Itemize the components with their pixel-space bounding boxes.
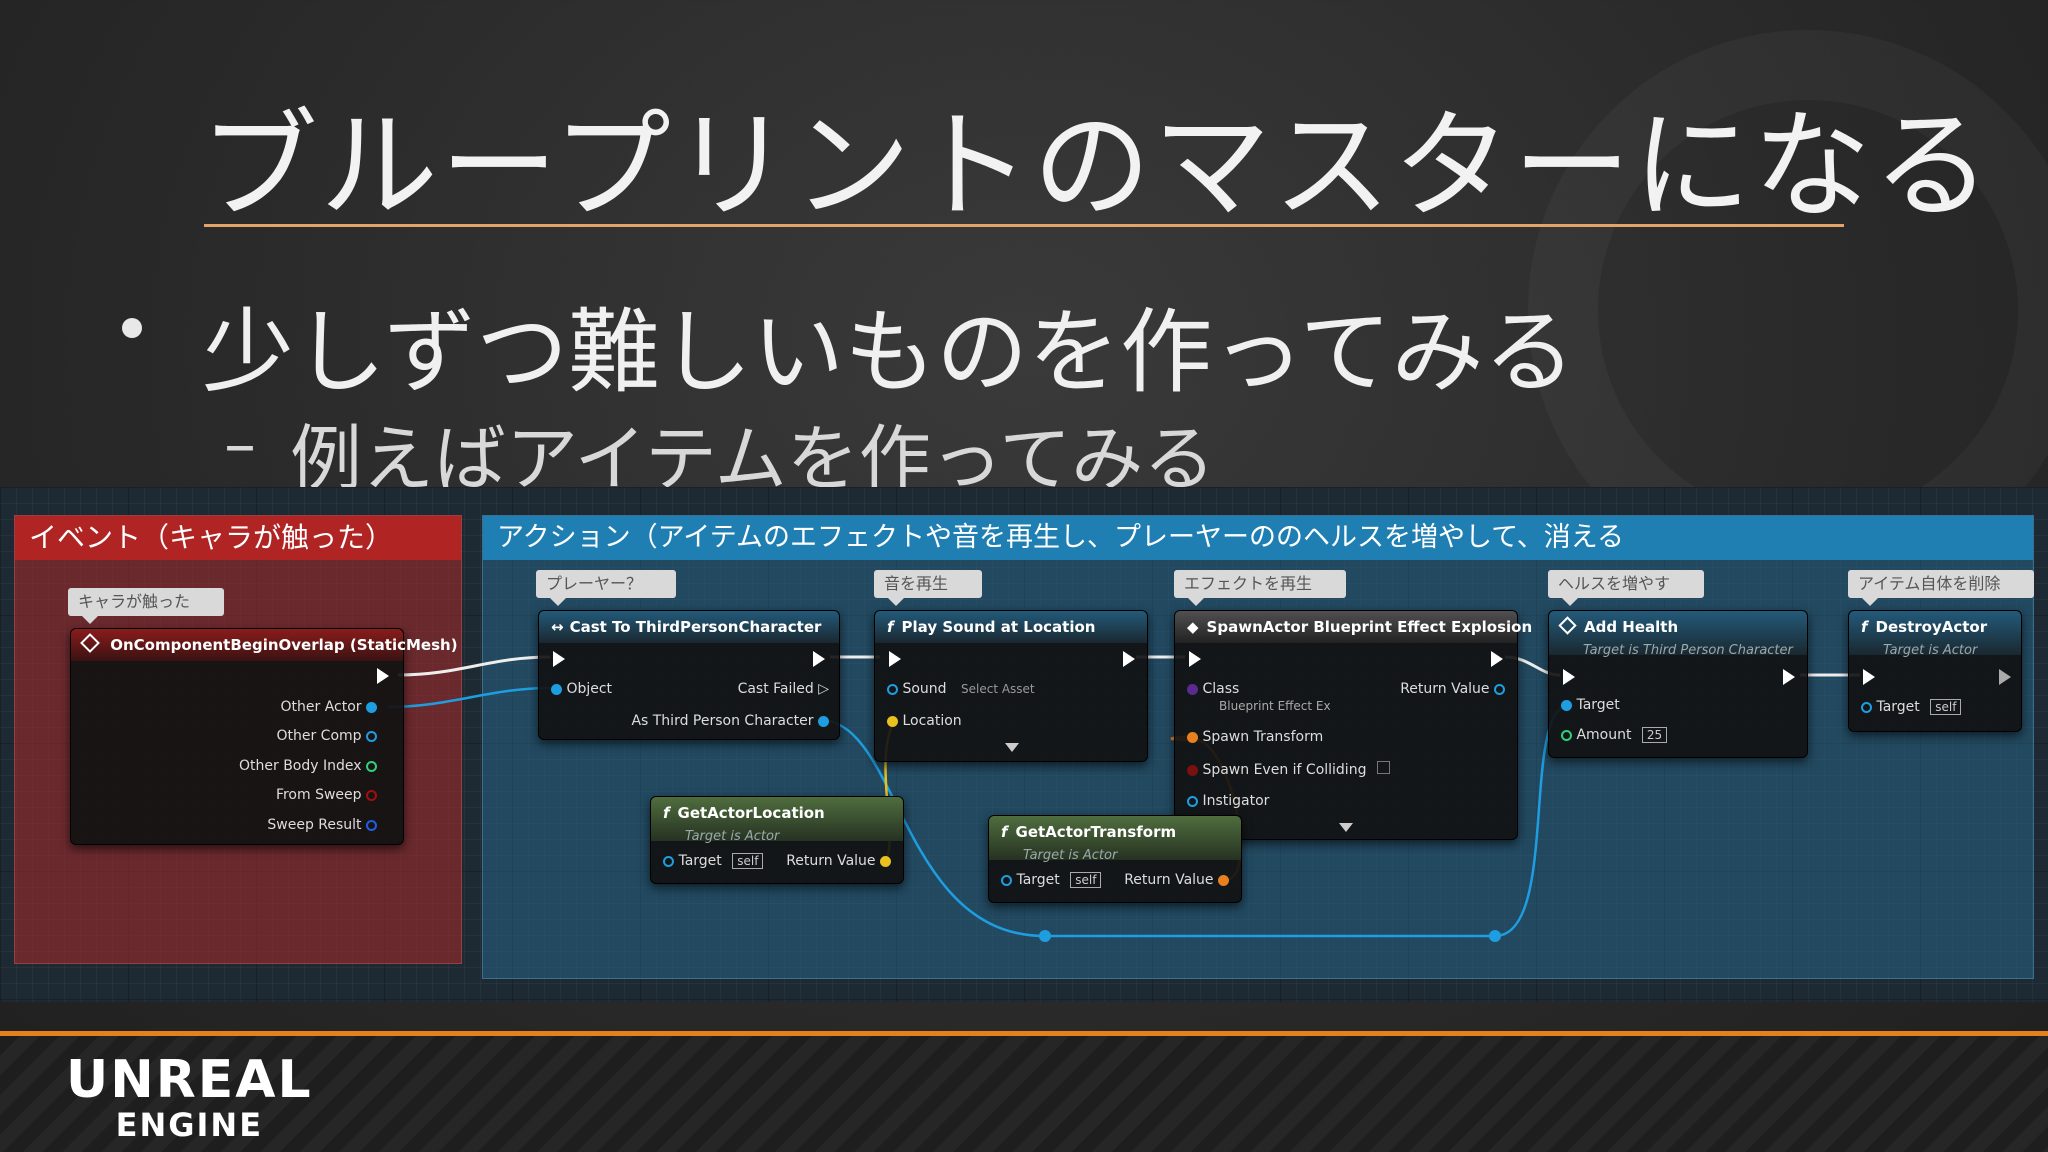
comment-bubble: 音を再生 [874, 570, 983, 606]
gettrans-node-subtitle: Target is Actor [1023, 848, 1118, 863]
play-sound-node[interactable]: f Play Sound at Location Sound Select Ass… [874, 610, 1148, 762]
exec-out-pin[interactable] [1999, 669, 2011, 685]
pin-location[interactable]: Location [887, 713, 962, 729]
unreal-engine-logo: UNREAL ENGINE [66, 1050, 313, 1144]
pin-spawn-colliding[interactable]: Spawn Even if Colliding [1187, 761, 1390, 778]
event-diamond-icon [1558, 616, 1577, 635]
slide-title: ブループリントのマスターになる [200, 97, 1993, 235]
cast-node[interactable]: ↔ Cast To ThirdPersonCharacter Object Cas… [538, 610, 840, 740]
event-node-title: OnComponentBeginOverlap (StaticMesh) [110, 636, 458, 654]
pin-class[interactable]: Class [1187, 681, 1239, 697]
pin-spawn-transform[interactable]: Spawn Transform [1187, 729, 1323, 745]
comment-bubble: アイテム自体を削除 [1848, 570, 2035, 606]
sound-node-title: Play Sound at Location [901, 618, 1096, 636]
exec-out-pin[interactable] [1783, 669, 1795, 685]
bullet-icon [122, 318, 142, 338]
pin-sweep-result[interactable]: Sweep Result [267, 817, 377, 833]
comment-bubble: ヘルスを増やす [1548, 570, 1705, 606]
event-comment-title: イベント（キャラが触った） [15, 516, 461, 560]
sub-bullet-dash: – [224, 408, 256, 482]
function-icon: f [1861, 618, 1868, 636]
function-icon: f [1001, 823, 1008, 841]
action-comment-title: アクション（アイテムのエフェクトや音を再生し、プレーヤーののヘルスを増やして、消… [483, 516, 2033, 560]
gettrans-node-title: GetActorTransform [1015, 823, 1177, 841]
cast-node-title: Cast To ThirdPersonCharacter [569, 618, 822, 636]
pin-target[interactable]: Target [1561, 697, 1620, 713]
amount-input[interactable]: 25 [1641, 727, 1668, 743]
health-node-subtitle: Target is Third Person Character [1583, 643, 1793, 658]
pin-sound[interactable]: Sound Select Asset [887, 681, 1039, 697]
pin-other-actor[interactable]: Other Actor [281, 699, 377, 715]
destroy-node-title: DestroyActor [1875, 618, 1988, 636]
comment-bubble: キャラが触った [68, 588, 225, 624]
destroy-node-subtitle: Target is Actor [1883, 643, 1978, 658]
title-underline [204, 224, 1844, 227]
class-dropdown[interactable]: Blueprint Effect Ex [1219, 699, 1331, 713]
pin-cast-failed[interactable]: Cast Failed ▷ [737, 681, 829, 697]
exec-in-pin[interactable] [1563, 669, 1575, 685]
function-icon: f [887, 618, 894, 636]
spawn-icon: ◆ [1187, 618, 1199, 636]
expand-chevron-icon[interactable] [1339, 823, 1353, 832]
footer-accent-line [0, 1031, 2048, 1036]
exec-out-pin[interactable] [377, 668, 389, 684]
exec-in-pin[interactable] [553, 651, 565, 667]
pin-return-value[interactable]: Return Value [1124, 872, 1229, 888]
health-node-title: Add Health [1584, 618, 1679, 636]
expand-chevron-icon[interactable] [1005, 743, 1019, 752]
select-asset-dropdown[interactable]: Select Asset [961, 682, 1035, 696]
comment-bubble: エフェクトを再生 [1174, 570, 1347, 606]
pin-target[interactable]: Target self [1861, 699, 1962, 715]
exec-in-pin[interactable] [1189, 651, 1201, 667]
event-diamond-icon [80, 633, 100, 653]
spawn-node-title: SpawnActor Blueprint Effect Explosion [1206, 618, 1533, 636]
pin-other-body-index[interactable]: Other Body Index [239, 758, 377, 774]
spawn-actor-node[interactable]: ◆ SpawnActor Blueprint Effect Explosion C… [1174, 610, 1532, 840]
pin-other-comp[interactable]: Other Comp [276, 728, 377, 744]
bullet-primary: 少しずつ難しいものを作ってみる [202, 299, 1576, 406]
exec-out-pin[interactable] [813, 651, 825, 667]
event-node-overlap[interactable]: OnComponentBeginOverlap (StaticMesh) Oth… [70, 628, 458, 845]
getloc-node-subtitle: Target is Actor [685, 829, 780, 844]
footer-band [0, 1036, 2048, 1152]
function-icon: f [663, 804, 670, 822]
checkbox[interactable] [1376, 761, 1390, 774]
getloc-node-title: GetActorLocation [677, 804, 825, 822]
comment-bubble: プレーヤー？ [536, 570, 677, 606]
exec-out-pin[interactable] [1123, 651, 1135, 667]
pin-target[interactable]: Target self [1001, 872, 1102, 888]
exec-in-pin[interactable] [1863, 669, 1875, 685]
pin-as-character[interactable]: As Third Person Character [631, 713, 829, 729]
pin-return-value[interactable]: Return Value [1400, 681, 1505, 697]
pin-amount[interactable]: Amount 25 [1561, 727, 1668, 743]
pin-return-value[interactable]: Return Value [786, 853, 891, 869]
cast-arrow-icon: ↔ [551, 618, 564, 636]
pin-target[interactable]: Target self [663, 853, 764, 869]
exec-out-pin[interactable] [1491, 651, 1503, 667]
pin-from-sweep[interactable]: From Sweep [276, 787, 377, 803]
pin-object[interactable]: Object [551, 681, 612, 697]
exec-in-pin[interactable] [889, 651, 901, 667]
pin-instigator[interactable]: Instigator [1187, 793, 1269, 809]
